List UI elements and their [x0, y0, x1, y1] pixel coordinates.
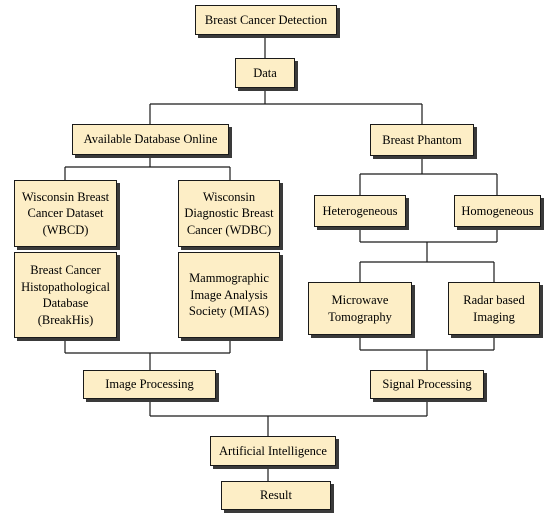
signal-processing-box: Signal Processing — [370, 370, 484, 399]
radar-based-imaging-box: Radar based Imaging — [448, 282, 540, 335]
data-box: Data — [235, 58, 295, 88]
breakhis-box: Breast Cancer Histopathological Database… — [14, 252, 117, 338]
image-processing-box: Image Processing — [83, 370, 216, 399]
homogeneous-box: Homogeneous — [454, 195, 541, 227]
heterogeneous-box: Heterogeneous — [314, 195, 406, 227]
available-database-online-box: Available Database Online — [72, 124, 229, 155]
mias-box: Mammographic Image Analysis Society (MIA… — [178, 252, 280, 338]
breast-cancer-detection-box: Breast Cancer Detection — [195, 5, 337, 35]
wbcd-box: Wisconsin Breast Cancer Dataset (WBCD) — [14, 180, 117, 247]
artificial-intelligence-box: Artificial Intelligence — [210, 436, 336, 466]
breast-phantom-box: Breast Phantom — [370, 124, 474, 156]
microwave-tomography-box: Microwave Tomography — [308, 282, 412, 335]
result-box: Result — [221, 481, 331, 510]
wdbc-box: Wisconsin Diagnostic Breast Cancer (WDBC… — [178, 180, 280, 247]
